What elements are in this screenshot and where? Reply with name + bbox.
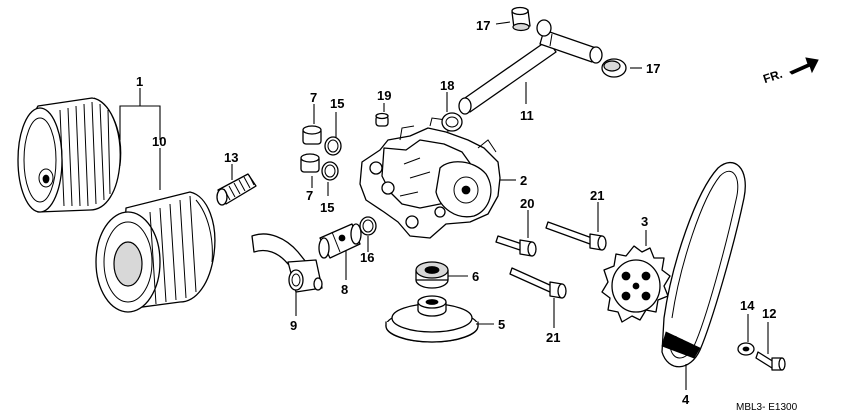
callout-16: 16 xyxy=(360,250,374,265)
callout-13: 13 xyxy=(224,150,238,165)
part-drive-chain xyxy=(661,162,746,368)
part-seal-ring-lower xyxy=(601,58,627,78)
callout-21-lower: 21 xyxy=(546,330,560,345)
part-pump-driven-plate xyxy=(385,295,479,343)
callout-10: 10 xyxy=(152,134,166,149)
part-o-ring-pipe xyxy=(441,112,463,132)
front-arrow-icon xyxy=(789,57,819,75)
callout-19: 19 xyxy=(377,88,391,103)
part-joint-collar xyxy=(318,223,362,259)
part-bolt xyxy=(755,351,786,371)
front-direction-label: FR. xyxy=(761,67,784,86)
part-driven-sprocket xyxy=(601,245,671,323)
part-oil-strainer xyxy=(251,233,323,293)
callout-6: 6 xyxy=(472,269,479,284)
part-seal-ring-upper xyxy=(511,6,531,32)
callout-17-lower: 17 xyxy=(646,61,660,76)
part-washer xyxy=(737,342,755,356)
callout-numbers: 1 10 13 7 15 7 15 19 18 17 17 11 2 20 21… xyxy=(136,18,776,407)
figure-code: MBL3- E1300 xyxy=(736,402,798,413)
callout-1: 1 xyxy=(136,74,143,89)
part-oil-pump-assembly xyxy=(359,117,501,239)
part-dowel-pin xyxy=(375,112,389,127)
callout-7-upper: 7 xyxy=(310,90,317,105)
callout-15-upper: 15 xyxy=(330,96,344,111)
callout-17-upper: 17 xyxy=(476,18,490,33)
callout-15-lower: 15 xyxy=(320,200,334,215)
part-o-ring-upper xyxy=(324,136,342,156)
callout-4: 4 xyxy=(682,392,690,407)
callout-20: 20 xyxy=(520,196,534,211)
part-stud-bolt xyxy=(216,173,257,206)
part-oil-filter xyxy=(17,97,122,213)
part-o-ring-strainer xyxy=(359,216,377,236)
callout-14: 14 xyxy=(740,298,755,313)
leader-lines xyxy=(119,21,769,390)
part-oil-filter-element xyxy=(95,191,216,313)
part-collar-lower xyxy=(300,153,320,173)
callout-11: 11 xyxy=(520,108,534,123)
part-oil-seal xyxy=(415,261,449,289)
callout-3: 3 xyxy=(641,214,648,229)
callout-12: 12 xyxy=(762,306,776,321)
callout-18: 18 xyxy=(440,78,454,93)
part-collar-upper xyxy=(302,125,322,145)
callout-5: 5 xyxy=(498,317,505,332)
part-oil-pipe xyxy=(458,19,603,115)
part-flange-bolt-long-upper xyxy=(545,221,607,251)
front-direction-indicator: FR. xyxy=(761,57,819,86)
callout-8: 8 xyxy=(341,282,348,297)
part-flange-bolt-long-lower xyxy=(509,267,567,299)
callout-7-lower: 7 xyxy=(306,188,313,203)
callout-9: 9 xyxy=(290,318,297,333)
callout-21-upper: 21 xyxy=(590,188,604,203)
callout-2: 2 xyxy=(520,173,527,188)
part-flange-bolt-short xyxy=(495,235,537,257)
part-o-ring-lower xyxy=(321,161,339,181)
